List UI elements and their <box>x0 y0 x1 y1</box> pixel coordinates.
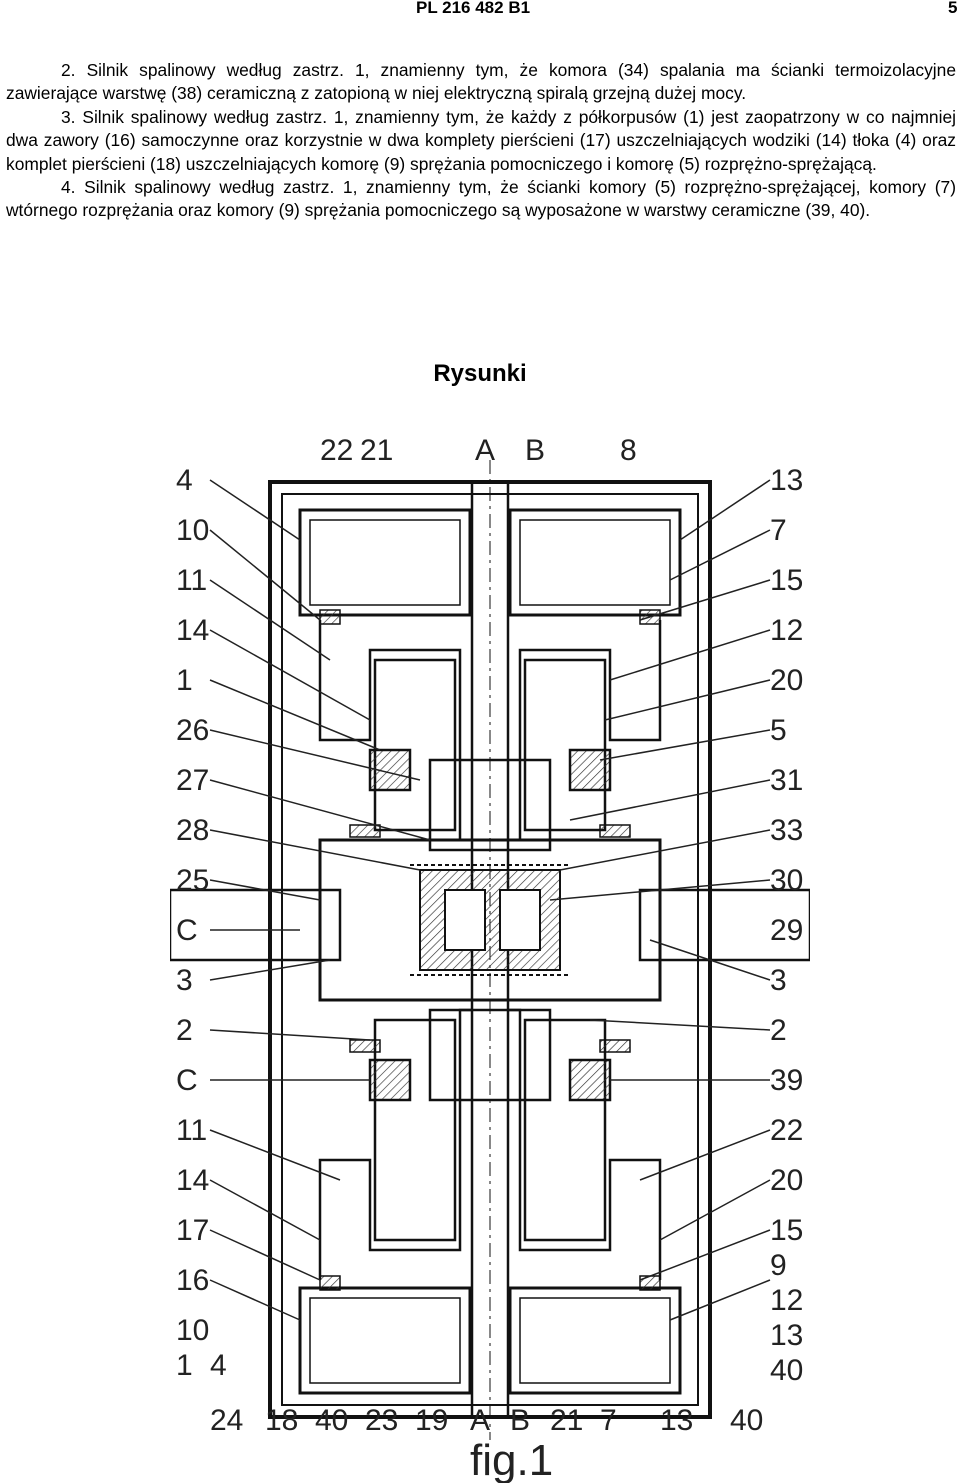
engine-cross-section-drawing: 22 21 A B 8 4 10 11 14 1 26 27 28 25 C 3… <box>170 434 810 1483</box>
label-top-8: 8 <box>620 434 637 467</box>
label-right: 39 <box>770 1064 803 1097</box>
label-right: 13 <box>770 1319 803 1352</box>
label-bottom: 40 <box>730 1404 763 1437</box>
label-bottom: B <box>510 1404 530 1437</box>
label-right: 3 <box>770 964 787 997</box>
label-left: 1 <box>176 1349 193 1382</box>
figure-caption: fig.1 <box>470 1436 553 1483</box>
label-right: 29 <box>770 914 803 947</box>
label-bottom: 19 <box>415 1404 448 1437</box>
claims-section: 2. Silnik spalinowy według zastrz. 1, zn… <box>6 59 956 223</box>
label-top-21: 21 <box>360 434 393 467</box>
label-right: 7 <box>770 514 787 547</box>
left-labels: 4 10 11 14 1 26 27 28 25 C 3 2 C 11 14 1… <box>176 464 227 1382</box>
label-right: 5 <box>770 714 787 747</box>
label-left: 1 <box>176 664 193 697</box>
label-left: 28 <box>176 814 209 847</box>
label-left: 14 <box>176 1164 209 1197</box>
label-right: 12 <box>770 1284 803 1317</box>
label-left: 11 <box>176 1114 207 1147</box>
claim-text: Silnik spalinowy według zastrz. 1, znami… <box>6 60 956 104</box>
claim-number: 3. <box>61 106 76 127</box>
label-right: 12 <box>770 614 803 647</box>
patent-number: PL 216 482 B1 <box>416 0 531 17</box>
label-left: 3 <box>176 964 193 997</box>
label-bottom: A <box>470 1404 490 1437</box>
page-number: 5 <box>948 0 958 17</box>
top-labels: 22 21 A B 8 <box>320 434 637 467</box>
label-top-B: B <box>525 434 545 467</box>
label-right: 31 <box>770 764 803 797</box>
label-right: 15 <box>770 1214 803 1247</box>
label-right: 20 <box>770 1164 803 1197</box>
label-left: 17 <box>176 1214 209 1247</box>
label-left: C <box>176 914 198 947</box>
label-left: 4 <box>210 1349 227 1382</box>
label-bottom: 18 <box>265 1404 298 1437</box>
label-left: 16 <box>176 1264 209 1297</box>
label-right: 9 <box>770 1249 787 1282</box>
label-bottom: 21 <box>550 1404 583 1437</box>
label-left: 27 <box>176 764 209 797</box>
leader-lines <box>209 479 771 1321</box>
label-left: 11 <box>176 564 207 597</box>
label-bottom: 24 <box>210 1404 243 1437</box>
label-left: 26 <box>176 714 209 747</box>
claim-text: Silnik spalinowy według zastrz. 1, znami… <box>6 177 956 221</box>
label-top-22: 22 <box>320 434 353 467</box>
claim-4: 4. Silnik spalinowy według zastrz. 1, zn… <box>6 176 956 223</box>
label-bottom: 23 <box>365 1404 398 1437</box>
section-title: Rysunki <box>433 360 527 387</box>
engine-drawing-figure: 22 21 A B 8 4 10 11 14 1 26 27 28 25 C 3… <box>170 420 810 1483</box>
label-bottom: 40 <box>315 1404 348 1437</box>
label-left: 2 <box>176 1014 193 1047</box>
claim-number: 4. <box>61 177 76 198</box>
label-right: 13 <box>770 464 803 497</box>
bottom-labels: 24 18 40 23 19 A B 21 7 13 40 <box>210 1404 763 1437</box>
label-left: 10 <box>176 1314 209 1347</box>
claim-number: 2. <box>61 60 76 80</box>
label-left: 14 <box>176 614 209 647</box>
label-right: 22 <box>770 1114 803 1147</box>
label-top-A: A <box>475 434 495 467</box>
lower-chambers <box>298 1286 682 1395</box>
label-bottom: 7 <box>600 1404 617 1437</box>
upper-chambers <box>298 508 682 617</box>
label-right: 30 <box>770 864 803 897</box>
label-right: 20 <box>770 664 803 697</box>
label-right: 33 <box>770 814 803 847</box>
label-right: 2 <box>770 1014 787 1047</box>
label-bottom: 13 <box>660 1404 693 1437</box>
right-labels: 13 7 15 12 20 5 31 33 30 29 3 2 39 22 20… <box>770 464 803 1387</box>
label-left: 10 <box>176 514 209 547</box>
central-combustion-assembly <box>170 838 810 1002</box>
claim-3: 3. Silnik spalinowy według zastrz. 1, zn… <box>6 106 956 176</box>
label-left: C <box>176 1064 198 1097</box>
lower-piston-assembly <box>318 1008 662 1280</box>
label-left: 25 <box>176 864 209 897</box>
claim-2: 2. Silnik spalinowy według zastrz. 1, zn… <box>6 59 956 106</box>
page-header: PL 216 482 B1 5 <box>0 0 960 20</box>
claim-text: Silnik spalinowy według zastrz. 1, znami… <box>6 106 956 174</box>
label-right: 40 <box>770 1354 803 1387</box>
label-left: 4 <box>176 464 193 497</box>
label-right: 15 <box>770 564 803 597</box>
